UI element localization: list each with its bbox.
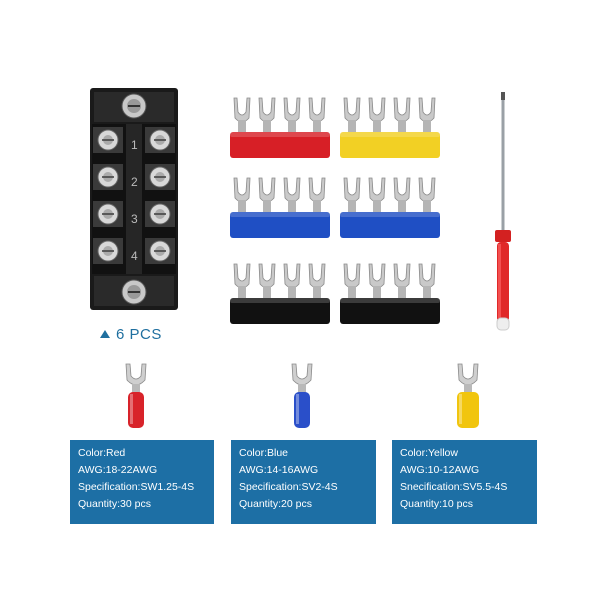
quantity-text: 6 PCS	[116, 326, 162, 343]
card-blue-awg: AWG:14-16AWG	[239, 464, 319, 476]
jumper-strip-black-1	[230, 263, 330, 324]
card-blue-spec: Specification:SV2-4S	[239, 481, 338, 493]
card-red-spec: Specification:SW1.25-4S	[78, 481, 195, 493]
card-yellow-color: Color:Yellow	[400, 447, 458, 459]
card-yellow: Color:Yellow AWG:10-12AWG Snecification:…	[392, 440, 537, 524]
card-red-qty: Quantity:30 pcs	[78, 498, 151, 510]
quantity-label: 6 PCS	[100, 326, 162, 343]
card-yellow-awg: AWG:10-12AWG	[400, 464, 480, 476]
fork-terminal-blue	[291, 363, 313, 428]
jumper-strip-blue-1	[230, 177, 330, 238]
terminal-block-image	[90, 88, 178, 310]
jumper-strip-yellow	[340, 97, 440, 158]
card-blue: Color:Blue AWG:14-16AWG Specification:SV…	[231, 440, 376, 524]
card-red: Color:Red AWG:18-22AWG Specification:SW1…	[70, 440, 214, 524]
fork-terminal-red	[125, 363, 147, 428]
card-red-awg: AWG:18-22AWG	[78, 464, 158, 476]
jumper-strip-black-2	[340, 263, 440, 324]
fork-terminal-yellow	[457, 363, 479, 428]
jumper-strip-blue-2	[340, 177, 440, 238]
screwdriver-image	[495, 92, 511, 331]
card-yellow-qty: Quantity:10 pcs	[400, 498, 473, 510]
card-red-color: Color:Red	[78, 447, 126, 459]
jumper-strip-red	[230, 97, 330, 158]
card-yellow-spec: Snecification:SV5.5-4S	[400, 481, 508, 493]
terminal-number-3: 3	[131, 212, 138, 226]
terminal-number-4: 4	[131, 249, 138, 263]
card-blue-qty: Quantity:20 pcs	[239, 498, 312, 510]
card-blue-color: Color:Blue	[239, 447, 289, 459]
terminal-number-1: 1	[131, 138, 138, 152]
terminal-number-2: 2	[131, 175, 138, 189]
triangle-icon	[100, 330, 110, 338]
